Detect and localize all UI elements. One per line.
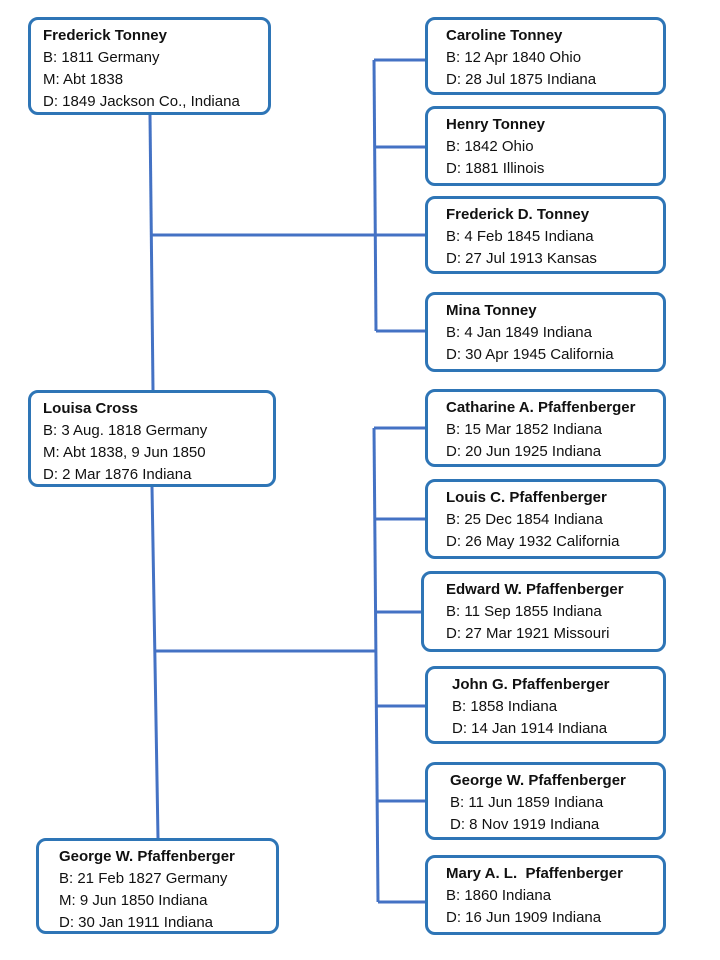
connector-pfaffenberger-bracket <box>372 427 380 903</box>
person-card-louisa-cross: Louisa Cross B: 3 Aug. 1818 Germany M: A… <box>28 390 276 487</box>
death-info: D: 30 Apr 1945 California <box>446 346 614 363</box>
person-card-frederick-tonney: Frederick Tonney B: 1811 Germany M: Abt … <box>28 17 271 115</box>
child-card-catharine-pfaffenberger: Catharine A. Pfaffenberger B: 15 Mar 185… <box>425 389 666 467</box>
person-card-george-pfaffenberger: George W. Pfaffenberger B: 21 Feb 1827 G… <box>36 838 279 934</box>
death-info: D: 1849 Jackson Co., Indiana <box>43 93 240 110</box>
birth-info: B: 1858 Indiana <box>452 698 558 715</box>
marriage-info: M: Abt 1838 <box>43 71 124 88</box>
connector-frederick-louisa <box>148 114 155 391</box>
birth-info: B: 1842 Ohio <box>446 138 534 155</box>
child-card-caroline-tonney: Caroline Tonney B: 12 Apr 1840 Ohio D: 2… <box>425 17 666 95</box>
birth-info: B: 3 Aug. 1818 Germany <box>43 422 208 439</box>
birth-info: B: 1860 Indiana <box>446 887 552 904</box>
death-info: D: 26 May 1932 California <box>446 533 620 550</box>
death-info: D: 1881 Illinois <box>446 160 545 177</box>
person-name: Mary A. L. Pfaffenberger <box>446 865 623 882</box>
person-name: George W. Pfaffenberger <box>59 848 235 865</box>
child-card-edward-pfaffenberger: Edward W. Pfaffenberger B: 11 Sep 1855 I… <box>421 571 666 652</box>
child-card-mary-pfaffenberger: Mary A. L. Pfaffenberger B: 1860 Indiana… <box>425 855 666 935</box>
child-card-frederick-d-tonney: Frederick D. Tonney B: 4 Feb 1845 Indian… <box>425 196 666 274</box>
person-name: Louisa Cross <box>43 400 139 417</box>
person-name: Caroline Tonney <box>446 27 563 44</box>
birth-info: B: 15 Mar 1852 Indiana <box>446 421 602 438</box>
person-name: Frederick Tonney <box>43 27 167 44</box>
person-name: Frederick D. Tonney <box>446 206 590 223</box>
child-card-louis-pfaffenberger: Louis C. Pfaffenberger B: 25 Dec 1854 In… <box>425 479 666 559</box>
death-info: D: 27 Jul 1913 Kansas <box>446 250 597 267</box>
person-name: Edward W. Pfaffenberger <box>446 581 624 598</box>
connector-tonney-bracket <box>372 59 378 332</box>
birth-info: B: 11 Sep 1855 Indiana <box>446 603 602 620</box>
birth-info: B: 1811 Germany <box>43 49 160 66</box>
person-name: George W. Pfaffenberger <box>450 772 626 789</box>
death-info: D: 14 Jan 1914 Indiana <box>452 720 608 737</box>
marriage-info: M: Abt 1838, 9 Jun 1850 <box>43 444 206 461</box>
person-name: Louis C. Pfaffenberger <box>446 489 607 506</box>
death-info: D: 27 Mar 1921 Missouri <box>446 625 610 642</box>
birth-info: B: 11 Jun 1859 Indiana <box>450 794 604 811</box>
death-info: D: 16 Jun 1909 Indiana <box>446 909 602 926</box>
death-info: D: 28 Jul 1875 Indiana <box>446 71 597 88</box>
person-name: Mina Tonney <box>446 302 537 319</box>
person-name: Henry Tonney <box>446 116 545 133</box>
child-card-george-w-pfaffenberger-jr: George W. Pfaffenberger B: 11 Jun 1859 I… <box>425 762 666 840</box>
birth-info: B: 4 Feb 1845 Indiana <box>446 228 594 245</box>
birth-info: B: 12 Apr 1840 Ohio <box>446 49 582 66</box>
child-card-mina-tonney: Mina Tonney B: 4 Jan 1849 Indiana D: 30 … <box>425 292 666 372</box>
death-info: D: 8 Nov 1919 Indiana <box>450 816 600 833</box>
birth-info: B: 21 Feb 1827 Germany <box>59 870 228 887</box>
death-info: D: 20 Jun 1925 Indiana <box>446 443 602 460</box>
death-info: D: 2 Mar 1876 Indiana <box>43 466 192 483</box>
person-name: John G. Pfaffenberger <box>452 676 610 693</box>
child-card-henry-tonney: Henry Tonney B: 1842 Ohio D: 1881 Illino… <box>425 106 666 186</box>
death-info: D: 30 Jan 1911 Indiana <box>59 914 214 931</box>
birth-info: B: 25 Dec 1854 Indiana <box>446 511 603 528</box>
marriage-info: M: 9 Jun 1850 Indiana <box>59 892 208 909</box>
connector-louisa-george <box>150 486 160 839</box>
birth-info: B: 4 Jan 1849 Indiana <box>446 324 592 341</box>
child-card-john-pfaffenberger: John G. Pfaffenberger B: 1858 Indiana D:… <box>425 666 666 744</box>
person-name: Catharine A. Pfaffenberger <box>446 399 636 416</box>
